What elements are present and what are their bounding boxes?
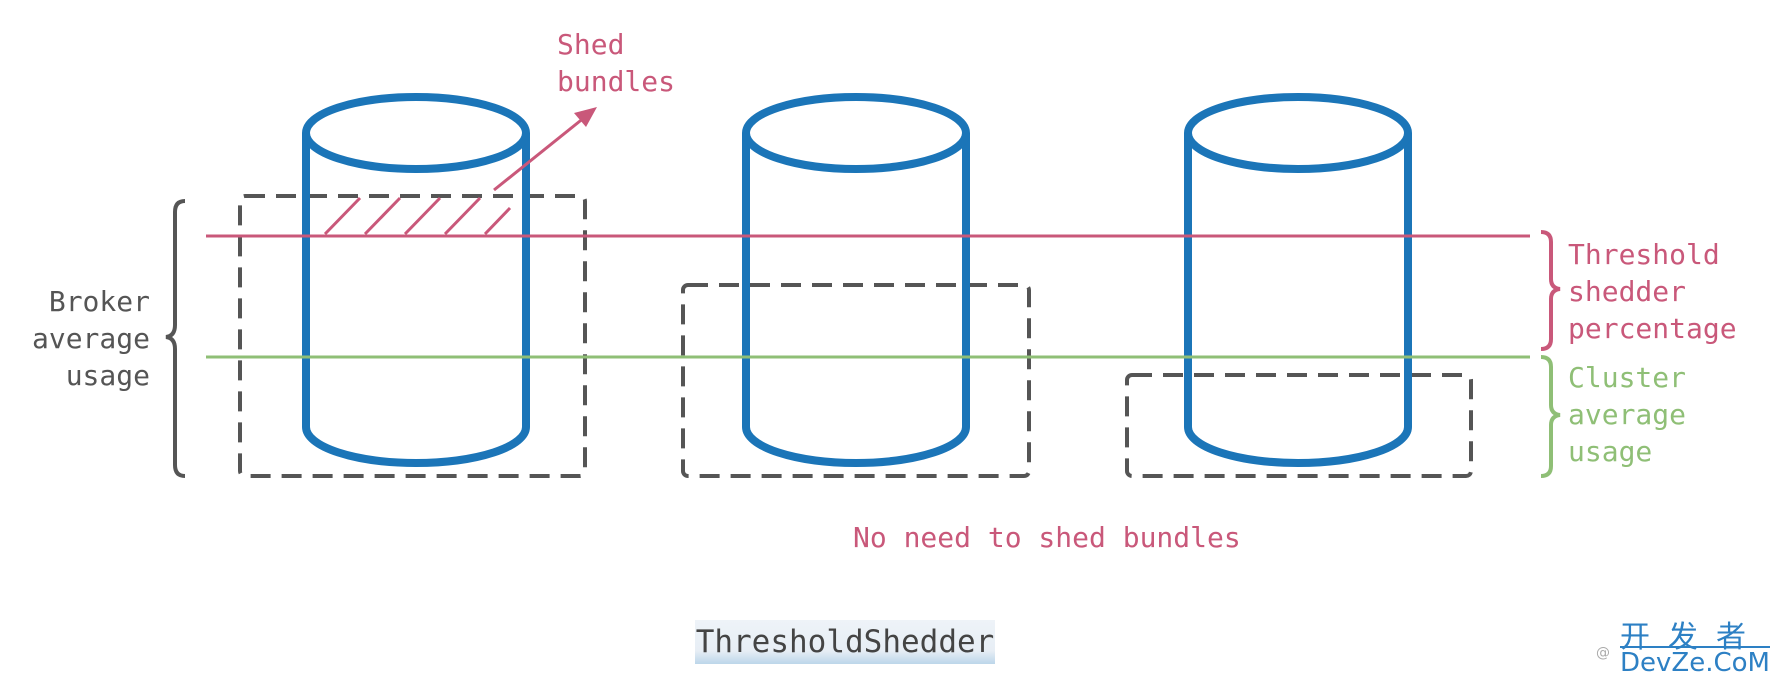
broker-1-cylinder — [302, 93, 530, 467]
watermark-en: DevZe.CoM — [1620, 646, 1770, 678]
broker-1-usage-box — [238, 194, 587, 478]
watermark-cn: 开发者 — [1620, 620, 1764, 655]
shed-bundles-arrow-shaft — [493, 115, 586, 192]
broker-3-cylinder — [1184, 93, 1412, 467]
watermark-at: @ — [1596, 645, 1610, 661]
broker-average-brace — [165, 199, 186, 478]
cluster-average-usage-label: Cluster average usage — [1568, 361, 1687, 468]
shed-bundles-hatch — [323, 196, 512, 236]
cluster-average-brace — [1540, 355, 1561, 478]
shed-bundles-label: Shed bundles — [557, 28, 676, 98]
broker-average-usage-label: Broker average usage — [31, 285, 150, 392]
shed-bundles-arrow-head — [574, 107, 597, 127]
diagram-caption: ThresholdShedder — [695, 620, 995, 664]
no-need-to-shed-label: No need to shed bundles — [853, 521, 1241, 554]
broker-2-usage-box — [681, 283, 1031, 478]
broker-3-usage-box — [1125, 373, 1473, 478]
threshold-shedder-percentage-label: Threshold shedder percentage — [1568, 238, 1737, 345]
threshold-percentage-brace — [1540, 230, 1561, 351]
broker-2-cylinder — [742, 93, 970, 467]
